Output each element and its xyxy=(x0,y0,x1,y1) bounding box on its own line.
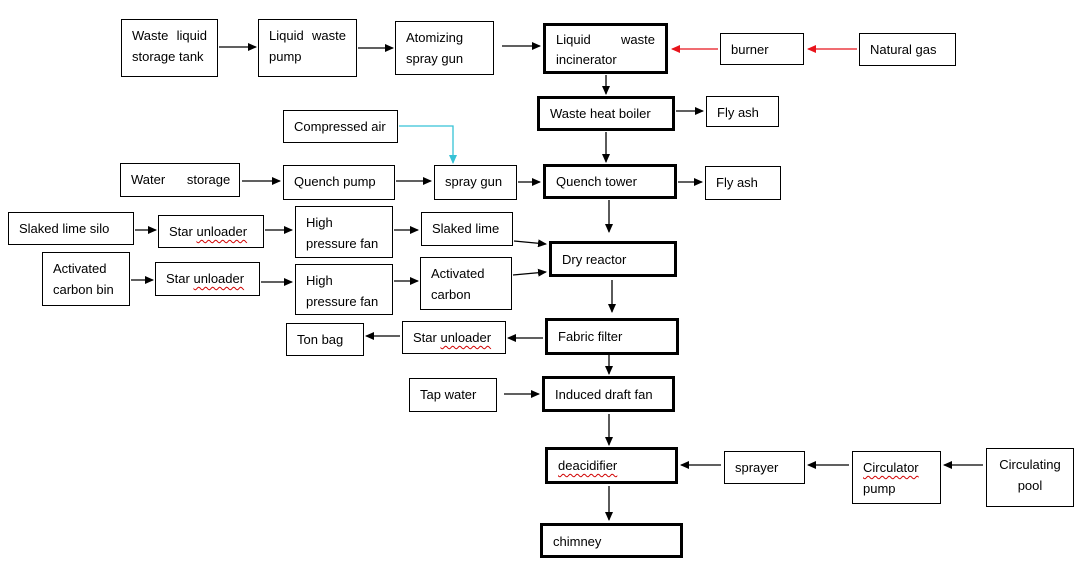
node-atomizing-spray-gun: Atomizing spray gun xyxy=(395,21,494,75)
node-star-unloader-1: Star unloader xyxy=(158,215,264,248)
node-label: Star unloader xyxy=(169,221,253,242)
node-label: Waste heat boiler xyxy=(550,106,651,121)
node-ton-bag: Ton bag xyxy=(286,323,364,356)
node-label: deacidifier xyxy=(558,458,618,473)
node-label-line1: Liquid waste xyxy=(556,32,655,47)
label-underlined-word: unloader xyxy=(440,330,492,345)
label-prefix: Star xyxy=(166,271,194,286)
node-dry-reactor: Dry reactor xyxy=(549,241,677,277)
node-label: chimney xyxy=(553,534,602,549)
node-label: Star unloader xyxy=(166,268,249,289)
label-underlined-word: Circulator xyxy=(863,460,919,475)
node-deacidifier: deacidifier xyxy=(545,447,678,484)
node-spray-gun: spray gun xyxy=(434,165,517,200)
node-label: Tap water xyxy=(420,387,477,402)
node-fabric-filter: Fabric filter xyxy=(545,318,679,355)
node-chimney: chimney xyxy=(540,523,683,558)
node-star-unloader-2: Star unloader xyxy=(155,262,260,296)
node-liquid-waste-pump: Liquid waste pump xyxy=(258,19,357,77)
label-underlined-word: unloader xyxy=(196,224,248,239)
node-label: Water storage xyxy=(131,172,231,187)
node-label: Slaked lime xyxy=(432,221,500,236)
node-label-line1: Atomizing xyxy=(406,30,464,45)
arrow-slaked-lime-to-dry-reactor xyxy=(513,239,547,248)
label-prefix: Star xyxy=(169,224,197,239)
node-activated-carbon: Activated carbon xyxy=(420,257,512,310)
node-label: Induced draft fan xyxy=(555,387,653,402)
node-fly-ash-2: Fly ash xyxy=(705,166,781,200)
node-quench-pump: Quench pump xyxy=(283,165,395,200)
node-label: Dry reactor xyxy=(562,252,627,267)
node-circulating-pool: Circulating pool xyxy=(986,448,1074,507)
node-label-line1: Circulating xyxy=(999,457,1061,472)
label-underlined-word: unloader xyxy=(193,271,245,286)
node-label-line2: incinerator xyxy=(556,52,617,67)
node-waste-heat-boiler: Waste heat boiler xyxy=(537,96,675,131)
node-label-line2: spray gun xyxy=(406,51,464,66)
node-label-line1: Circulator xyxy=(863,457,930,478)
node-liquid-waste-incinerator: Liquid waste incinerator xyxy=(543,23,668,74)
node-label-line1: Waste liquid xyxy=(132,28,207,43)
node-label: burner xyxy=(731,42,769,57)
node-label-line2: pressure fan xyxy=(306,236,379,251)
node-fly-ash-1: Fly ash xyxy=(706,96,779,127)
node-water-storage: Water storage xyxy=(120,163,240,197)
node-label: Fly ash xyxy=(716,175,758,190)
node-label: Fly ash xyxy=(717,105,759,120)
node-label-line2: carbon xyxy=(431,287,471,302)
arrow-compressed-air-to-spray-gun xyxy=(399,125,457,164)
node-burner: burner xyxy=(720,33,804,65)
node-label-line2: pressure fan xyxy=(306,294,379,309)
node-activated-carbon-bin: Activated carbon bin xyxy=(42,252,130,306)
node-label: Fabric filter xyxy=(558,329,623,344)
node-label-line1: Liquid waste xyxy=(269,28,346,43)
node-star-unloader-3: Star unloader xyxy=(402,321,506,354)
node-label: Quench tower xyxy=(556,174,637,189)
label-prefix: Star xyxy=(413,330,441,345)
node-circulator-pump: Circulator pump xyxy=(852,451,941,504)
node-label: Quench pump xyxy=(294,174,376,189)
node-label-line2: carbon bin xyxy=(53,282,114,297)
node-label: Natural gas xyxy=(870,42,937,57)
node-label: Star unloader xyxy=(413,327,495,348)
node-sprayer: sprayer xyxy=(724,451,805,484)
node-label: Slaked lime silo xyxy=(19,221,110,236)
node-induced-draft-fan: Induced draft fan xyxy=(542,376,675,412)
node-label: sprayer xyxy=(735,460,779,475)
node-label-line1: Activated xyxy=(431,266,485,281)
node-tap-water: Tap water xyxy=(409,378,497,412)
arrow-activated-carbon-to-dry-reactor xyxy=(512,268,547,277)
node-label: Compressed air xyxy=(294,119,386,134)
node-label-line2: pump xyxy=(863,481,896,496)
node-label-line2: pool xyxy=(1017,478,1043,493)
node-high-pressure-fan-1: High pressure fan xyxy=(295,206,393,258)
node-natural-gas: Natural gas xyxy=(859,33,956,66)
node-quench-tower: Quench tower xyxy=(543,164,677,199)
node-label-line1: High xyxy=(306,273,333,288)
node-waste-liquid-storage-tank: Waste liquid storage tank xyxy=(121,19,218,77)
node-slaked-lime-silo: Slaked lime silo xyxy=(8,212,134,245)
node-label: spray gun xyxy=(445,174,503,189)
node-label: Ton bag xyxy=(297,332,344,347)
node-slaked-lime: Slaked lime xyxy=(421,212,513,246)
node-label-line1: Activated xyxy=(53,261,107,276)
node-label-line2: pump xyxy=(269,49,302,64)
node-label-line1: High xyxy=(306,215,333,230)
node-compressed-air: Compressed air xyxy=(283,110,398,143)
node-high-pressure-fan-2: High pressure fan xyxy=(295,264,393,315)
node-label-line2: storage tank xyxy=(132,49,204,64)
